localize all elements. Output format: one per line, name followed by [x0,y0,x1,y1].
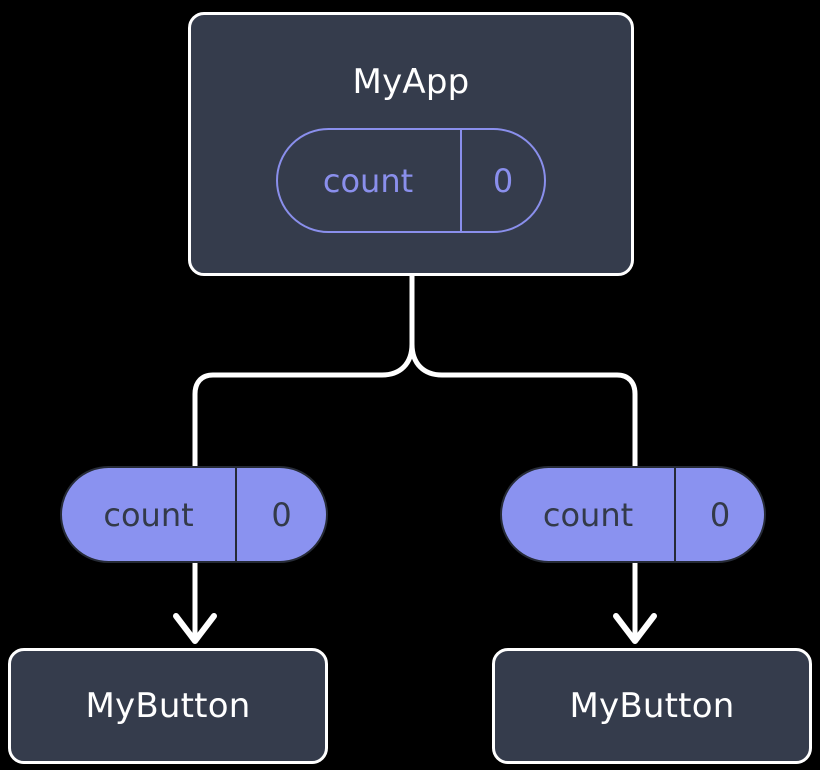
node-mybutton-right-label: MyButton [569,686,735,726]
prop-pill-left-value: 0 [271,495,292,534]
prop-pill-left-key: count [62,468,237,561]
state-pill-myapp[interactable]: count 0 [276,128,546,233]
arrowhead-left [173,613,217,644]
node-mybutton-left-label: MyButton [85,686,251,726]
edge-myapp-to-prop-right [409,341,638,473]
node-myapp-label: MyApp [352,62,470,102]
arrowhead-right [613,613,657,644]
node-mybutton-right[interactable]: MyButton [492,648,812,764]
edge-myapp-to-props [192,273,415,473]
prop-pill-right[interactable]: count 0 [500,466,766,563]
prop-pill-right-value: 0 [709,495,731,534]
state-pill-myapp-key: count [278,130,462,231]
state-pill-myapp-value: 0 [492,161,514,200]
prop-pill-left[interactable]: count 0 [60,466,328,563]
node-mybutton-left[interactable]: MyButton [8,648,328,764]
prop-pill-right-key: count [502,468,676,561]
